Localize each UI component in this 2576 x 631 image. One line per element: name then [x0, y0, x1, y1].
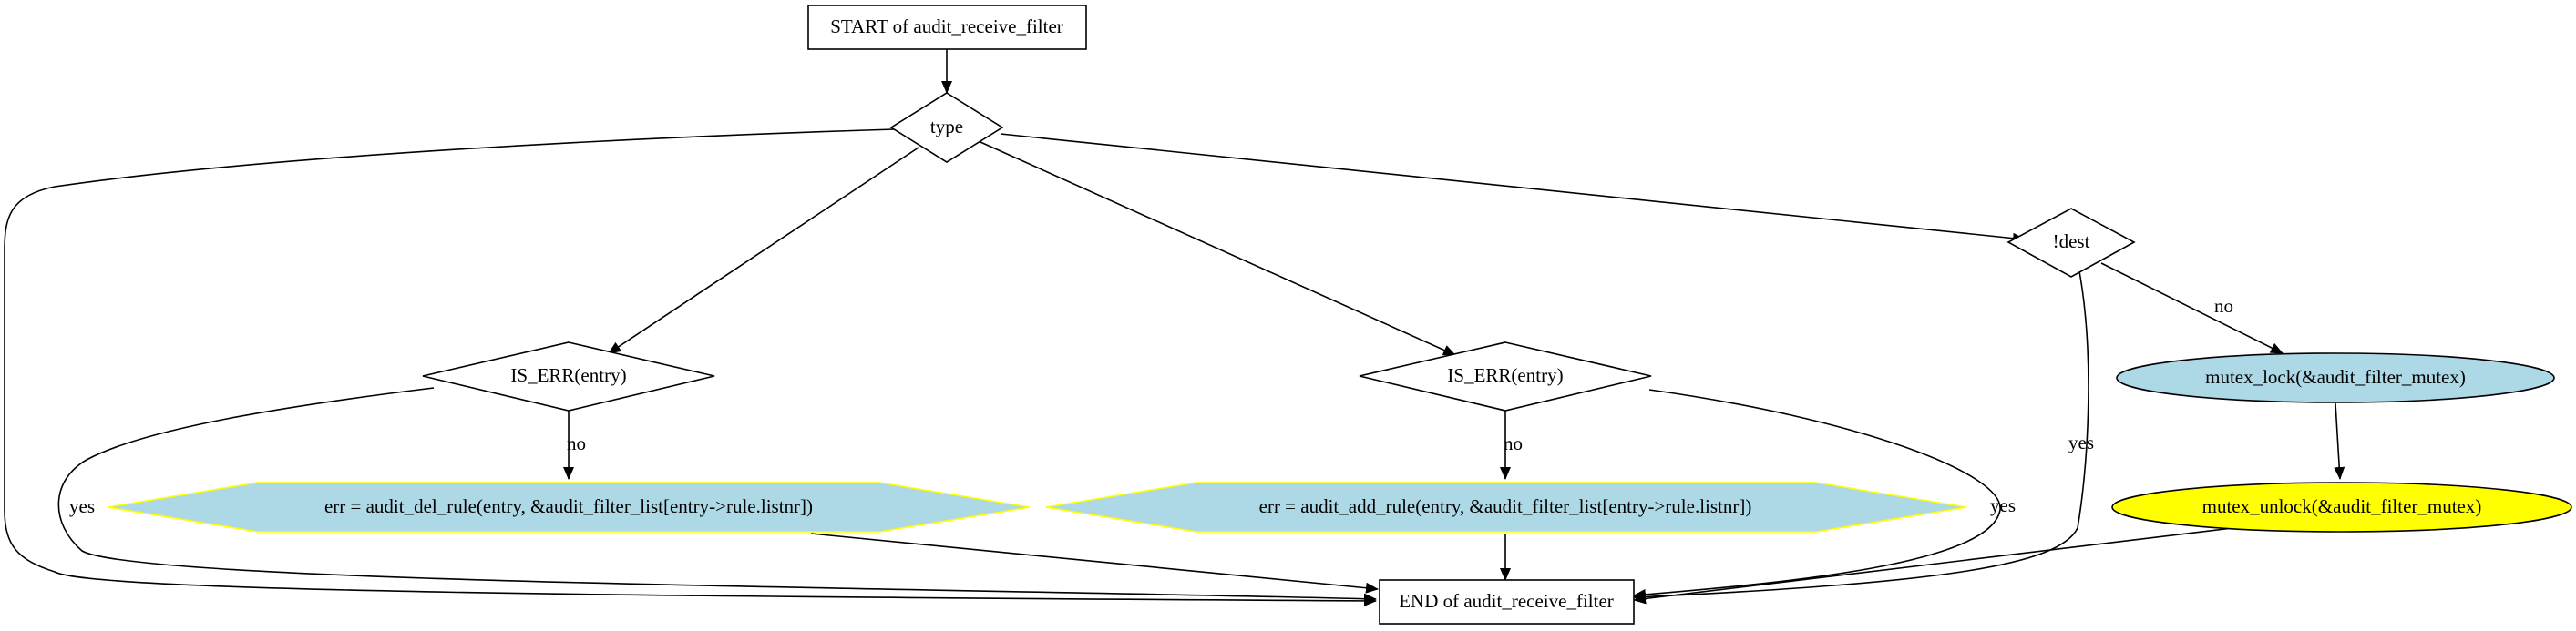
- node-type: type: [889, 92, 1004, 163]
- node-is-err-left-label: IS_ERR(entry): [510, 364, 626, 386]
- node-del-rule: err = audit_del_rule(entry, &audit_filte…: [107, 482, 1031, 533]
- edge-mutex-unlock-to-end: [1633, 527, 2233, 605]
- edge-dest-to-end: [1633, 270, 2089, 603]
- node-start-label: START of audit_receive_filter: [830, 15, 1063, 37]
- node-start: START of audit_receive_filter: [807, 5, 1087, 50]
- edge-label-left-no: no: [567, 433, 586, 454]
- node-mutex-unlock: mutex_unlock(&audit_filter_mutex): [2111, 482, 2572, 533]
- edge-type-to-end: [4, 128, 1377, 606]
- node-is-err-mid: IS_ERR(entry): [1359, 341, 1652, 412]
- edge-label-dest-yes: yes: [2068, 432, 2094, 453]
- node-mutex-lock: mutex_lock(&audit_filter_mutex): [2116, 352, 2555, 403]
- edge-label-mid-no: no: [1504, 433, 1523, 454]
- edge-is-err-mid-to-end: [1633, 389, 2001, 600]
- node-end: END of audit_receive_filter: [1379, 579, 1635, 625]
- edge-type-to-dest: [1000, 133, 2026, 244]
- node-del-rule-label: err = audit_del_rule(entry, &audit_filte…: [324, 495, 813, 517]
- edge-label-mid-yes: yes: [1990, 494, 2016, 516]
- node-add-rule: err = audit_add_rule(entry, &audit_filte…: [1045, 482, 1967, 533]
- edge-del-rule-to-end: [810, 533, 1379, 594]
- edge-type-to-is-err-mid: [980, 141, 1456, 356]
- node-dest: !dest: [2006, 208, 2136, 278]
- node-end-label: END of audit_receive_filter: [1399, 590, 1614, 612]
- edge-label-left-yes: yes: [69, 495, 95, 517]
- edge-is-err-left-to-end: [57, 387, 1377, 605]
- node-type-label: type: [930, 116, 963, 137]
- node-dest-label: !dest: [2053, 230, 2090, 252]
- edge-dest-to-mutex-lock: [2100, 262, 2284, 354]
- node-mutex-unlock-label: mutex_unlock(&audit_filter_mutex): [2202, 495, 2482, 517]
- node-is-err-mid-label: IS_ERR(entry): [1447, 364, 1563, 386]
- edge-label-dest-no: no: [2214, 295, 2233, 317]
- node-mutex-lock-label: mutex_lock(&audit_filter_mutex): [2205, 366, 2466, 388]
- node-add-rule-label: err = audit_add_rule(entry, &audit_filte…: [1259, 495, 1752, 517]
- edge-mutex-lock-to-mutex-unlock: [2334, 402, 2345, 480]
- edge-type-to-is-err-left: [608, 147, 919, 354]
- edge-labels: no yes no yes no yes: [69, 295, 2233, 517]
- node-is-err-left: IS_ERR(entry): [422, 341, 715, 412]
- edges: [4, 49, 2345, 606]
